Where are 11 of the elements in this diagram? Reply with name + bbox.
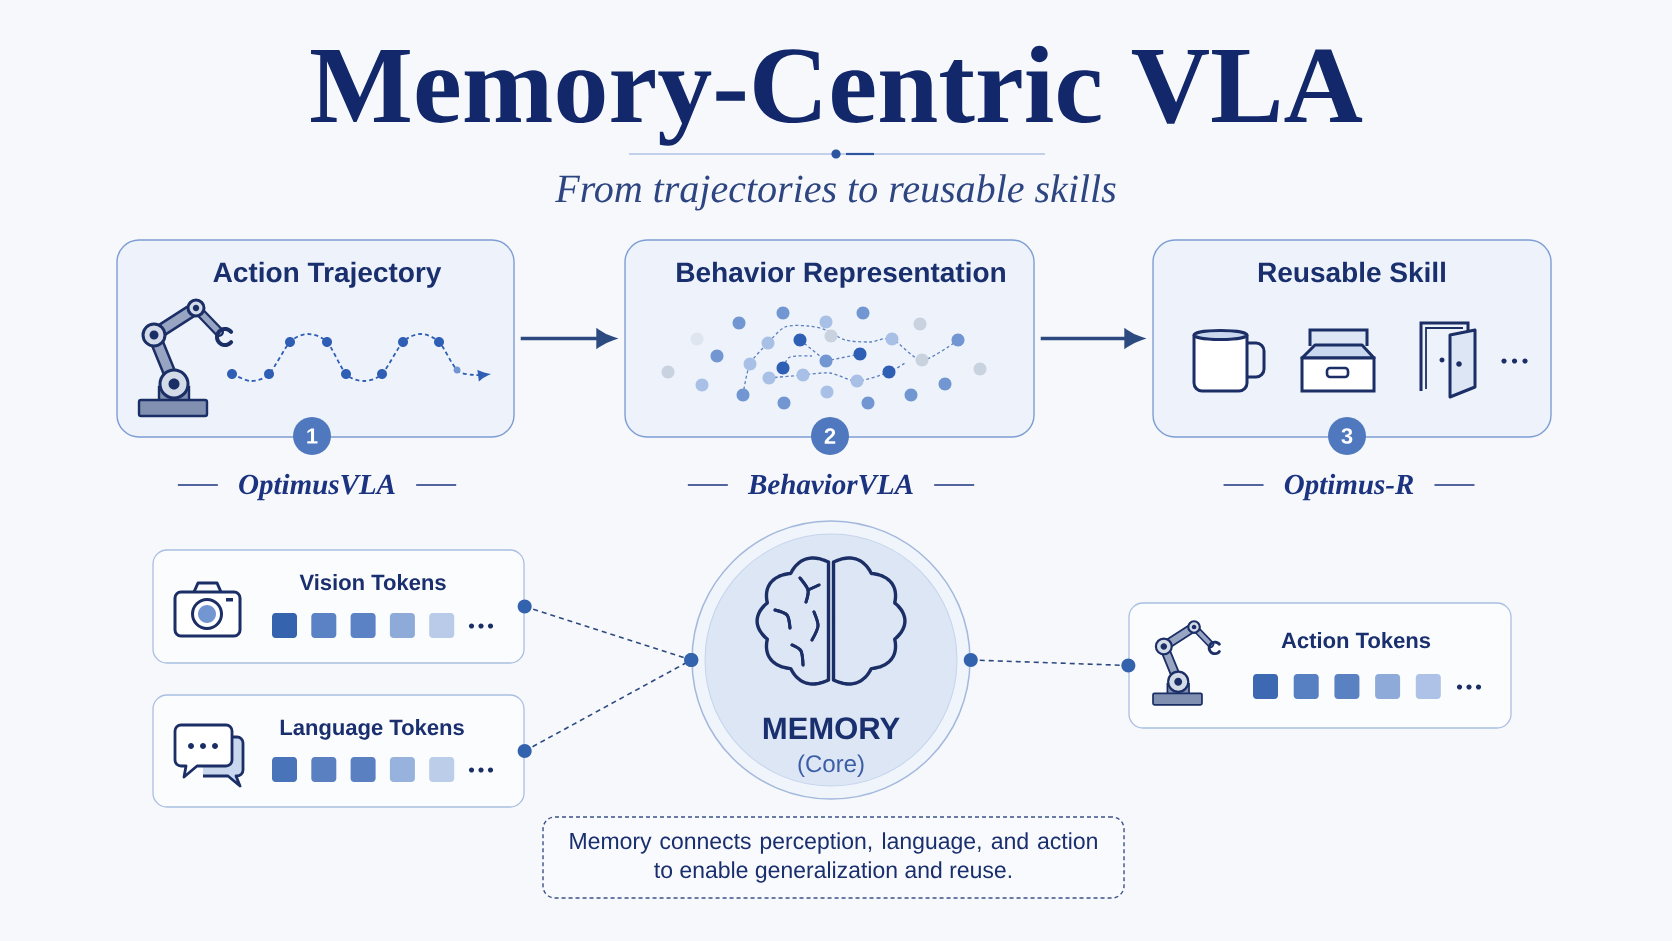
number-badge: 2	[811, 417, 849, 455]
subtitle: From trajectories to reusable skills	[555, 174, 1116, 211]
stage-caption: OptimusVLA	[239, 473, 395, 501]
connector-line	[963, 653, 1136, 673]
number-badge: 3	[1328, 417, 1366, 455]
stage-caption: BehaviorVLA	[747, 473, 913, 495]
note-box: Memory connects perception, language, and action to enable generalization and reuse.	[542, 816, 1125, 899]
stage-caption: Optimus-R	[1284, 473, 1414, 501]
connector-line	[517, 653, 699, 758]
number-badge: 1	[293, 417, 331, 455]
title: Memory-Centric VLA	[311, 45, 1363, 146]
